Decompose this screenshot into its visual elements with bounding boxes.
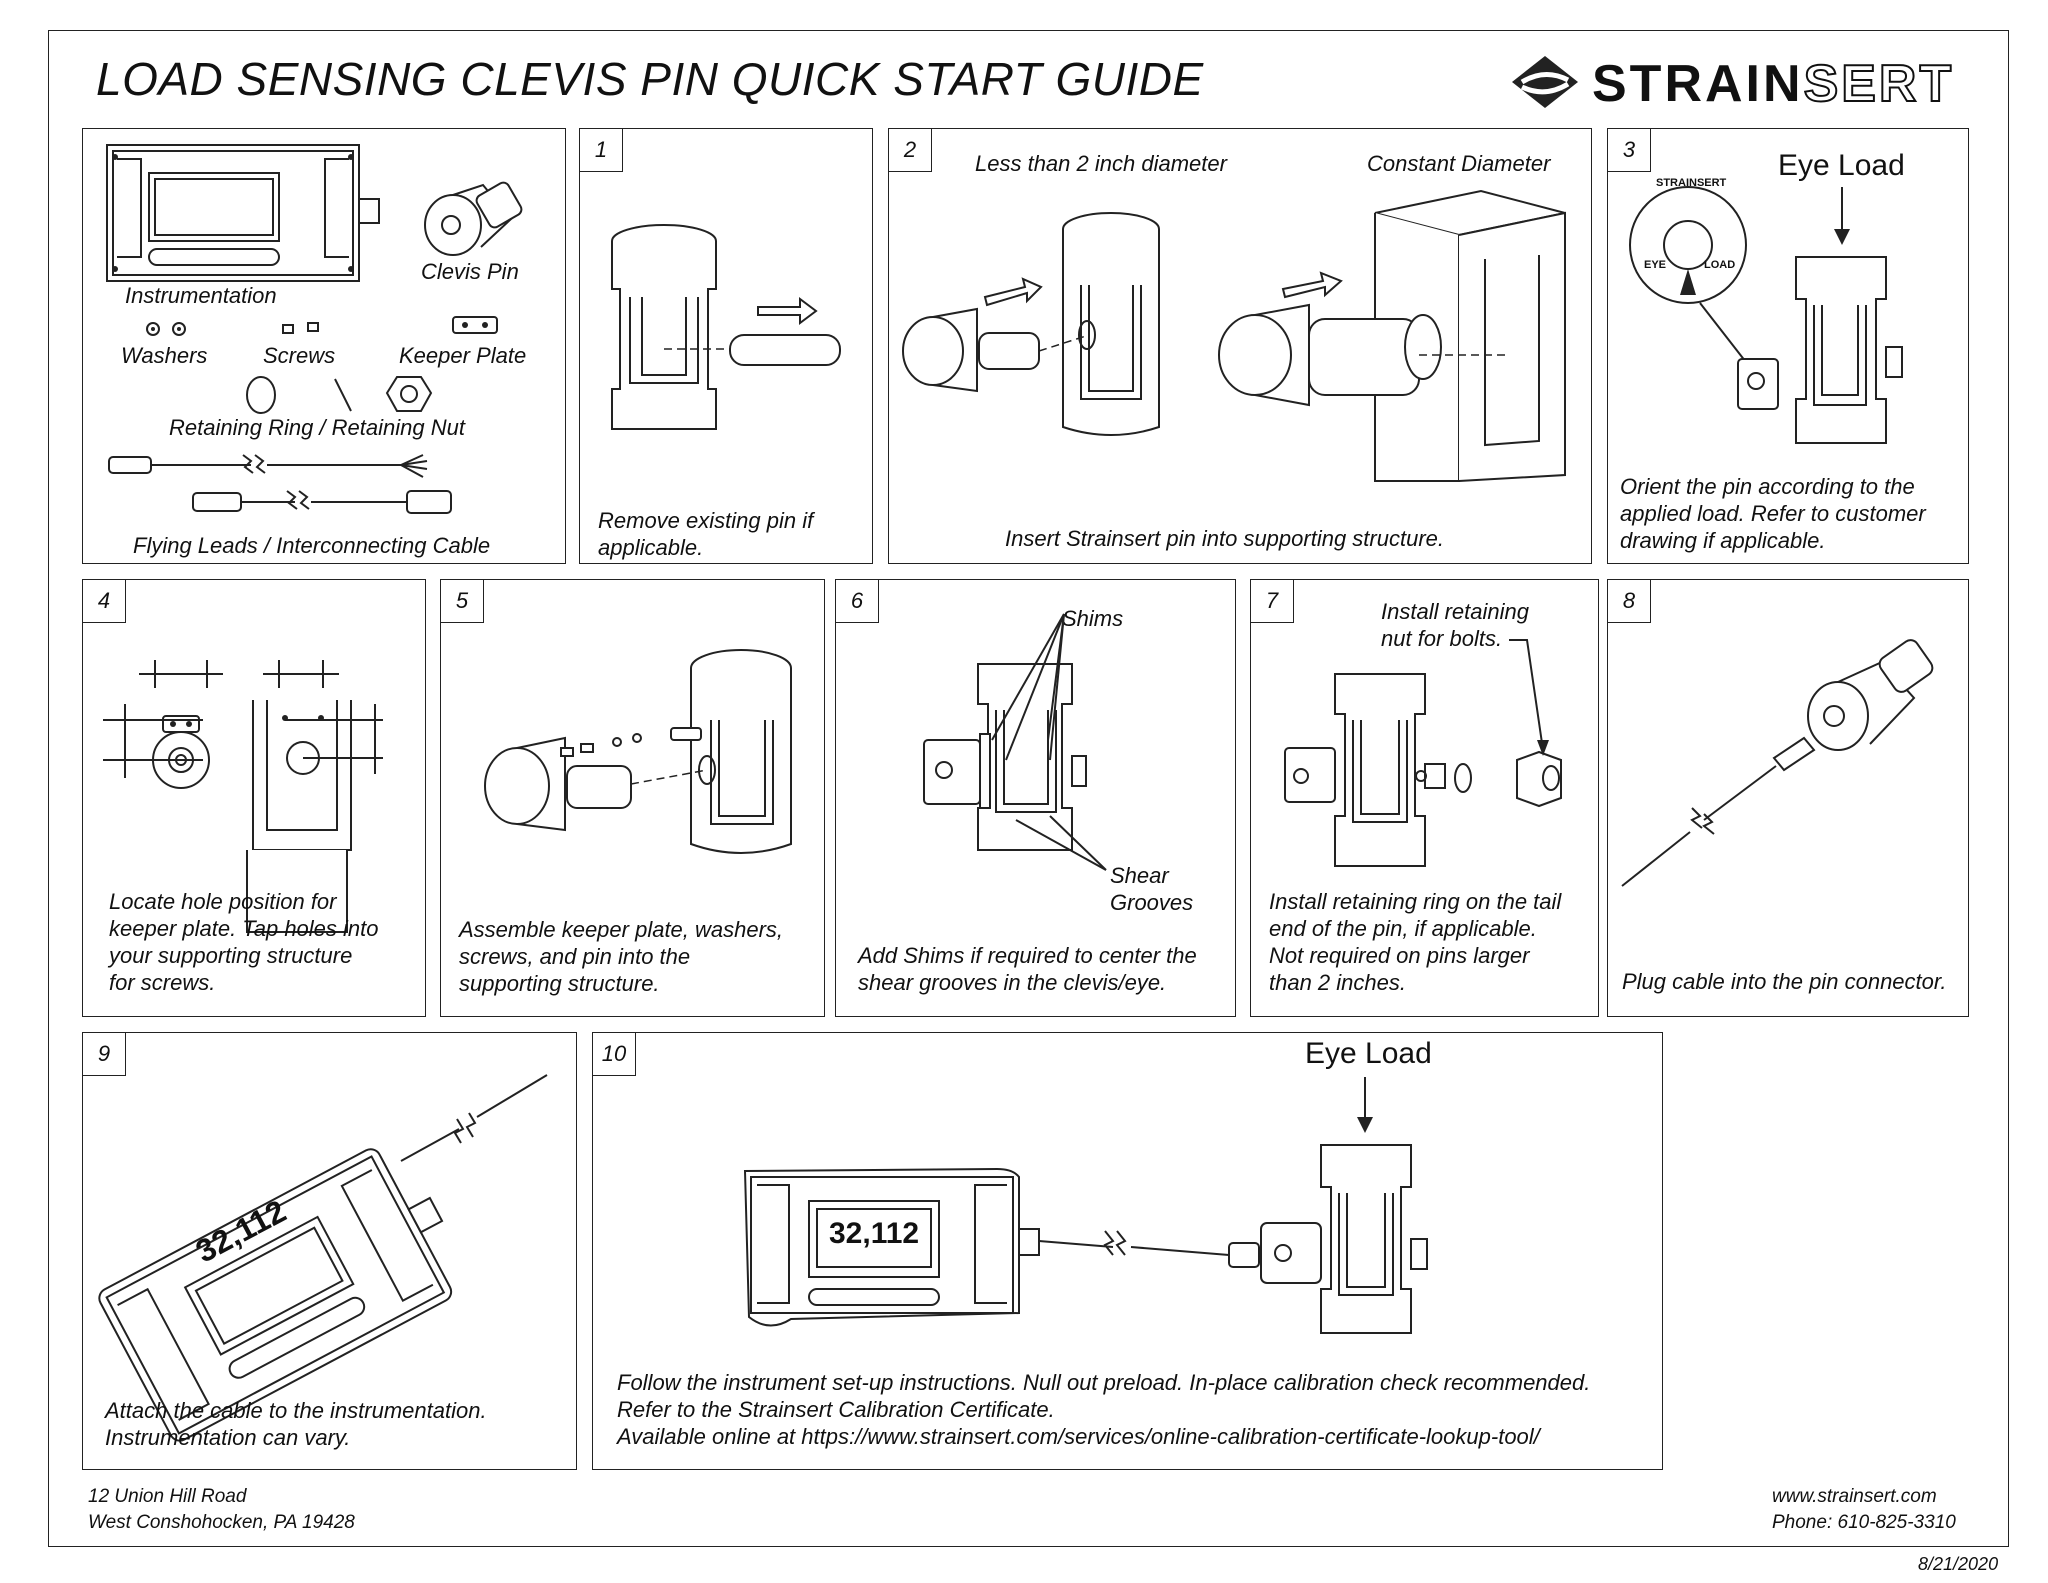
- step-3-panel: 3 Eye Load STRAINSERT EYE LOAD Orient th…: [1607, 128, 1969, 564]
- attach-instrumentation-illustration: [98, 1074, 548, 1442]
- step-6-caption: Add Shims if required to center the shea…: [858, 943, 1197, 995]
- small-diameter-label: Less than 2 inch diameter: [975, 151, 1227, 176]
- step-number: 8: [1607, 579, 1651, 623]
- calibration-setup-illustration: [743, 1077, 1428, 1334]
- page-title: LOAD SENSING CLEVIS PIN QUICK START GUID…: [96, 53, 1204, 105]
- step-number: 6: [835, 579, 879, 623]
- shims-illustration: [923, 613, 1107, 871]
- stamp-bottom-text: EYE: [1644, 259, 1667, 271]
- remove-pin-illustration: [611, 224, 841, 430]
- plug-cable-illustration: [1621, 639, 1934, 887]
- instrumentation-label: Instrumentation: [125, 283, 277, 308]
- step-5-panel: 5 Assemble keeper plate, washers, screws…: [440, 579, 825, 1017]
- hole-position-illustration: [103, 660, 383, 933]
- step-4-panel: 4 Locate hole position for keeper plate.…: [82, 579, 426, 1017]
- retaining-label: Retaining Ring / Retaining Nut: [169, 415, 465, 440]
- step-number: 10: [592, 1032, 636, 1076]
- eye-load-label: Eye Load: [1778, 149, 1905, 182]
- strainsert-diamond-logo-icon: [1512, 56, 1578, 108]
- logo-wordmark: STRAINSERT: [1592, 54, 1955, 114]
- footer-contact: www.strainsert.com Phone: 610-825-3310: [1772, 1486, 1956, 1533]
- step-number: 9: [82, 1032, 126, 1076]
- retaining-ring-illustration: [1284, 639, 1562, 867]
- stamp-top-text: STRAINSERT: [1656, 177, 1727, 189]
- shear-grooves-label: Shear Grooves: [1110, 863, 1194, 915]
- step-2-panel: 2 Less than 2 inch diameter Constant Dia…: [888, 128, 1592, 564]
- kit-contents-panel: Instrumentation Clevis Pin Washers Screw…: [82, 128, 566, 564]
- kit-illustration: [106, 144, 523, 514]
- screws-label: Screws: [263, 343, 336, 368]
- step-2-caption: Insert Strainsert pin into supporting st…: [1005, 526, 1444, 551]
- logo: STRAINSERT: [1510, 52, 1970, 114]
- insert-pin-illustration: [902, 189, 1566, 482]
- assemble-illustration: [484, 649, 792, 854]
- step-number: 5: [440, 579, 484, 623]
- step-8-caption: Plug cable into the pin connector.: [1622, 969, 1947, 994]
- page-frame: [48, 30, 2009, 1547]
- stamp-side-text: LOAD: [1704, 259, 1736, 271]
- keeper-plate-label: Keeper Plate: [399, 343, 527, 368]
- step-3-caption: Orient the pin according to the applied …: [1620, 474, 1926, 553]
- step-1-caption: Remove existing pin if applicable.: [598, 508, 814, 560]
- nut-note-label: Install retaining nut for bolts.: [1381, 599, 1529, 651]
- footer-address: 12 Union Hill Road West Conshohocken, PA…: [88, 1486, 355, 1533]
- step-number: 3: [1607, 128, 1651, 172]
- shims-label: Shims: [1062, 606, 1124, 631]
- step-number: 2: [888, 128, 932, 172]
- clevis-pin-label: Clevis Pin: [421, 259, 519, 284]
- step-number: 4: [82, 579, 126, 623]
- step-9-panel: 9 32,112 Attach the cable to the instrum…: [82, 1032, 577, 1470]
- revision-date: 8/21/2020: [1918, 1554, 1999, 1574]
- step-1-panel: 1 Remove existing pin if applicable.: [579, 128, 873, 564]
- step-7-caption: Install retaining ring on the tail end o…: [1269, 889, 1562, 995]
- orient-pin-illustration: [1629, 186, 1903, 444]
- step-7-panel: 7 Install retaining nut for bolts. Insta…: [1250, 579, 1599, 1017]
- cables-label: Flying Leads / Interconnecting Cable: [133, 533, 491, 558]
- constant-diameter-label: Constant Diameter: [1367, 151, 1551, 176]
- display-readout: 32,112: [829, 1217, 920, 1250]
- step-5-caption: Assemble keeper plate, washers, screws, …: [459, 917, 784, 996]
- step-4-caption: Locate hole position for keeper plate. T…: [109, 889, 379, 995]
- step-8-panel: 8 Plug cable into the pin connector.: [1607, 579, 1969, 1017]
- step-6-panel: 6 Shims Shear Grooves Add Shims if requi…: [835, 579, 1236, 1017]
- step-10-caption: Follow the instrument set-up instruction…: [617, 1370, 1591, 1449]
- eye-load-label: Eye Load: [1305, 1037, 1432, 1070]
- step-9-caption: Attach the cable to the instrumentation.…: [105, 1398, 487, 1450]
- step-number: 7: [1250, 579, 1294, 623]
- washers-label: Washers: [121, 343, 208, 368]
- step-10-panel: 10 Eye Load 32,112 Follow the instrument…: [592, 1032, 1663, 1470]
- step-number: 1: [579, 128, 623, 172]
